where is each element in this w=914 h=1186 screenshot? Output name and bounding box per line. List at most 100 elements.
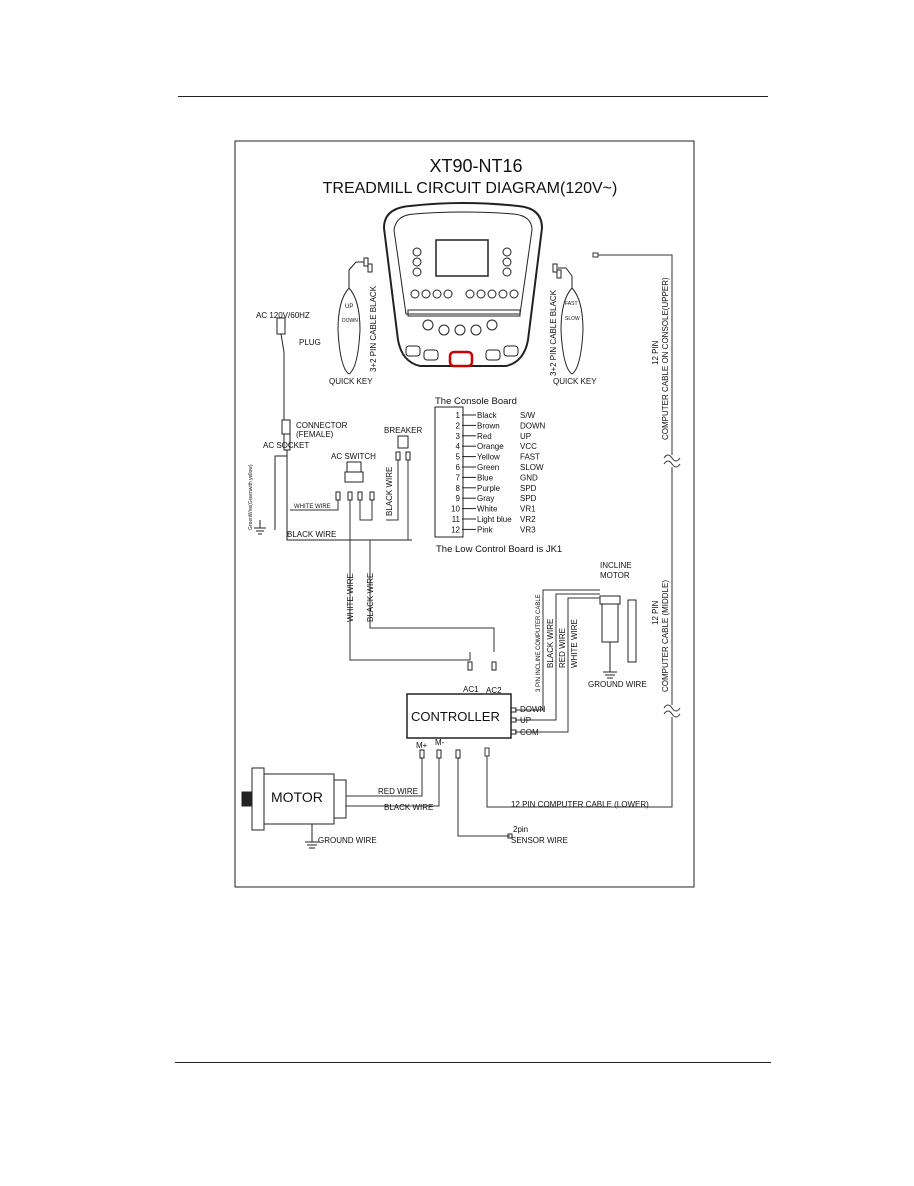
- quick-key-up-label: UP: [345, 304, 353, 310]
- drive-motor: [241, 767, 347, 849]
- middle-cable-label-1: 12 PIN: [651, 600, 660, 625]
- m-minus-label: M-: [435, 738, 445, 747]
- pin-number: 1: [456, 411, 461, 420]
- controller-label: CONTROLLER: [411, 709, 500, 724]
- right-quick-key-label: QUICK KEY: [553, 377, 597, 386]
- pin-wire-color: Gray: [477, 494, 494, 503]
- header-rule: [178, 96, 768, 97]
- incline-motor: [599, 595, 637, 679]
- pin-number: 5: [456, 453, 461, 462]
- pin-number: 12: [451, 525, 460, 534]
- pin-wire-color: Blue: [477, 473, 494, 482]
- pin-function: SLOW: [520, 463, 544, 472]
- breaker: [395, 435, 411, 461]
- pin-function: FAST: [520, 453, 540, 462]
- computer-cable-line: [484, 252, 681, 808]
- pin-number: 7: [456, 473, 461, 482]
- pin-number: 8: [456, 484, 461, 493]
- console-pin-row: 8 Purple SPD: [456, 484, 537, 493]
- console-pin-row: 2 Brown DOWN: [456, 421, 546, 430]
- pin-number: 4: [456, 442, 461, 451]
- console-pin-row: 4 Orange VCC: [456, 442, 538, 451]
- incline-wiring: [515, 589, 600, 733]
- ac1-label: AC1: [463, 685, 479, 694]
- ac-input-label: AC 120V/60HZ: [256, 311, 310, 320]
- pin-wire-color: White: [477, 505, 498, 514]
- quick-key-right: [552, 263, 584, 375]
- ac-switch: [335, 461, 375, 501]
- controller-com-label: COM: [520, 728, 539, 737]
- ac2-label: AC2: [486, 686, 502, 695]
- pin-function: GND: [520, 473, 538, 482]
- left-key-cable-label: 3+2 PIN CABLE BLACK: [369, 285, 378, 372]
- motor-label: MOTOR: [271, 789, 323, 805]
- pin-number: 11: [452, 515, 461, 524]
- pin-function: SPD: [520, 494, 537, 503]
- incline-white-wire-label: WHITE WIRE: [570, 619, 579, 668]
- pin-wire-color: Green: [477, 463, 499, 472]
- pin-function: S/W: [520, 411, 536, 420]
- console-board-connector: [434, 406, 464, 538]
- pin-function: SPD: [520, 484, 537, 493]
- middle-cable-label-2: COMPUTER CABLE (MIDDLE): [661, 580, 670, 692]
- lower-cable-label: 12 PIN COMPUTER CABLE (LOWER): [511, 800, 649, 809]
- motor-black-wire-label: BLACK WIRE: [384, 803, 433, 812]
- quick-key-down-label: DOWN: [342, 318, 358, 324]
- sensor-connector: [507, 833, 513, 839]
- pin-wire-color: Yellow: [477, 453, 500, 462]
- pin-function: VR3: [520, 525, 536, 534]
- console-display: [382, 202, 544, 368]
- console-board-pins: 1 Black S/W 2 Brown DOWN 3 Red UP 4 Orange VCC 5 Yell…: [451, 411, 545, 534]
- incline-motor-label-1: INCLINE: [600, 561, 632, 570]
- pin-function: VR1: [520, 505, 536, 514]
- breaker-label: BREAKER: [384, 426, 422, 435]
- connector-label-2: (FEMALE): [296, 430, 334, 439]
- controller-box: [406, 661, 517, 759]
- incline-motor-label-2: MOTOR: [600, 571, 630, 580]
- green-ground-label: GreenWire(Greenwith yellow): [248, 464, 254, 530]
- pin-number: 3: [456, 432, 461, 441]
- controller-black-wire-label: BLACK WIRE: [366, 573, 375, 622]
- quick-key-fast-label: FAST: [565, 301, 578, 307]
- controller-down-label: DOWN: [520, 705, 546, 714]
- pin-wire-color: Red: [477, 432, 492, 441]
- pin-wire-color: Purple: [477, 484, 501, 493]
- console-pin-row: 5 Yellow FAST: [456, 453, 541, 462]
- upper-cable-label-1: 12 PIN: [651, 340, 660, 365]
- plug-label: PLUG: [299, 338, 321, 347]
- incline-cable-label: 3 PIN INCLINE COMPUTER CABLE: [536, 594, 542, 692]
- right-key-cable-label: 3+2 PIN CABLE BLACK: [549, 289, 558, 376]
- pin-wire-color: Orange: [477, 442, 504, 451]
- pin-number: 6: [456, 463, 461, 472]
- ground-symbol-left: [254, 520, 266, 535]
- pin-number: 2: [456, 421, 461, 430]
- controller-white-wire-label: WHITE WIRE: [346, 573, 355, 622]
- low-control-board-label: The Low Control Board is JK1: [436, 544, 562, 555]
- diagram-frame: [234, 140, 695, 888]
- connector-label-1: CONNECTOR: [296, 421, 348, 430]
- pin-function: DOWN: [520, 421, 546, 430]
- pin-number: 9: [456, 494, 461, 503]
- pin-wire-color: Brown: [477, 421, 500, 430]
- pin-wire-color: Black: [477, 411, 498, 420]
- motor-ground-label: GROUND WIRE: [318, 836, 377, 845]
- console-pin-row: 7 Blue GND: [456, 473, 538, 482]
- incline-ground-label: GROUND WIRE: [588, 680, 647, 689]
- pin-function: VR2: [520, 515, 536, 524]
- diagram-title-model: XT90-NT16: [429, 156, 522, 176]
- console-pin-row: 11 Light blue VR2: [452, 515, 536, 524]
- white-wire-label: WHITE WIRE: [294, 504, 331, 510]
- quick-key-left: [337, 257, 373, 375]
- pin-function: VCC: [520, 442, 537, 451]
- console-board-title: The Console Board: [435, 396, 517, 407]
- motor-wiring: [346, 758, 510, 837]
- sensor-label-2: SENSOR WIRE: [511, 836, 568, 845]
- pin-wire-color: Light blue: [477, 515, 512, 524]
- console-pin-row: 1 Black S/W: [456, 411, 536, 420]
- pin-function: UP: [520, 432, 531, 441]
- footer-rule: [175, 1062, 771, 1063]
- controller-up-label: UP: [520, 716, 531, 725]
